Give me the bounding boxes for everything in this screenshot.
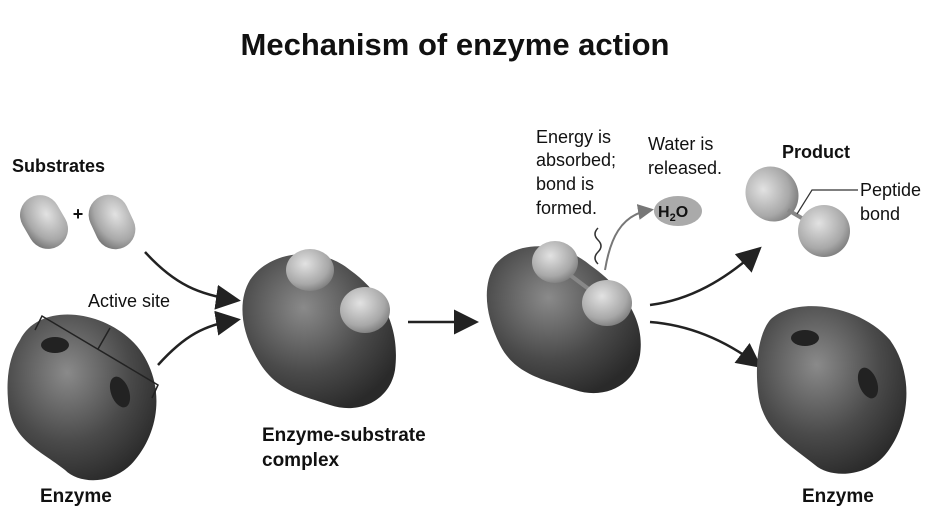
active-site-pocket (857, 367, 879, 399)
active-site-bracket (34, 314, 159, 399)
peptide-bond-label-line1: Peptide (860, 180, 921, 200)
substrates-label: Substrates (12, 156, 105, 176)
energy-text: Energy is absorbed; bond is formed. (536, 127, 616, 218)
h2o-label: H2O (658, 204, 688, 224)
arrow-to-enzyme (649, 320, 762, 369)
forming-bond (568, 273, 592, 292)
substrate-2 (88, 194, 136, 250)
complex-label-line2: complex (262, 450, 340, 471)
enzyme-right-label: Enzyme (802, 486, 874, 507)
arrow-to-product (649, 246, 762, 307)
enzyme-right (756, 306, 907, 474)
water-release-arrow (604, 204, 654, 271)
energy-line: bond is (536, 174, 594, 194)
bound-substrate-1 (286, 249, 334, 291)
active-site-pocket (109, 376, 131, 408)
plus-sign: + (73, 204, 84, 224)
product-unit-2 (798, 205, 850, 257)
bound-substrate-2 (340, 287, 390, 333)
product-unit-1 (745, 166, 799, 222)
peptide-bond-leader-line (796, 189, 858, 215)
enzyme-left-label: Enzyme (40, 486, 112, 507)
arrow-enzyme-to-complex (157, 310, 241, 366)
active-site-pocket (41, 337, 69, 353)
active-site-pocket (791, 330, 819, 346)
product-label: Product (782, 142, 850, 162)
h2o-molecule (654, 196, 702, 226)
water-line: released. (648, 158, 722, 178)
water-text: Water is released. (648, 134, 722, 178)
substrate-1 (20, 195, 68, 249)
peptide-bond-label-line2: bond (860, 204, 900, 224)
enzyme-left (7, 314, 157, 481)
energy-line: Energy is (536, 127, 611, 147)
energy-line: formed. (536, 198, 597, 218)
complex-label-line1: Enzyme-substrate (262, 425, 426, 446)
energy-line: absorbed; (536, 150, 616, 170)
diagram-title: Mechanism of enzyme action (241, 27, 670, 62)
arrow-substrates-to-complex (144, 251, 241, 310)
water-line: Water is (648, 134, 713, 154)
energy-squiggle (594, 227, 602, 265)
reacting-substrate-2 (582, 280, 632, 326)
active-site-label: Active site (88, 291, 170, 311)
reacting-substrate-1 (532, 241, 578, 283)
